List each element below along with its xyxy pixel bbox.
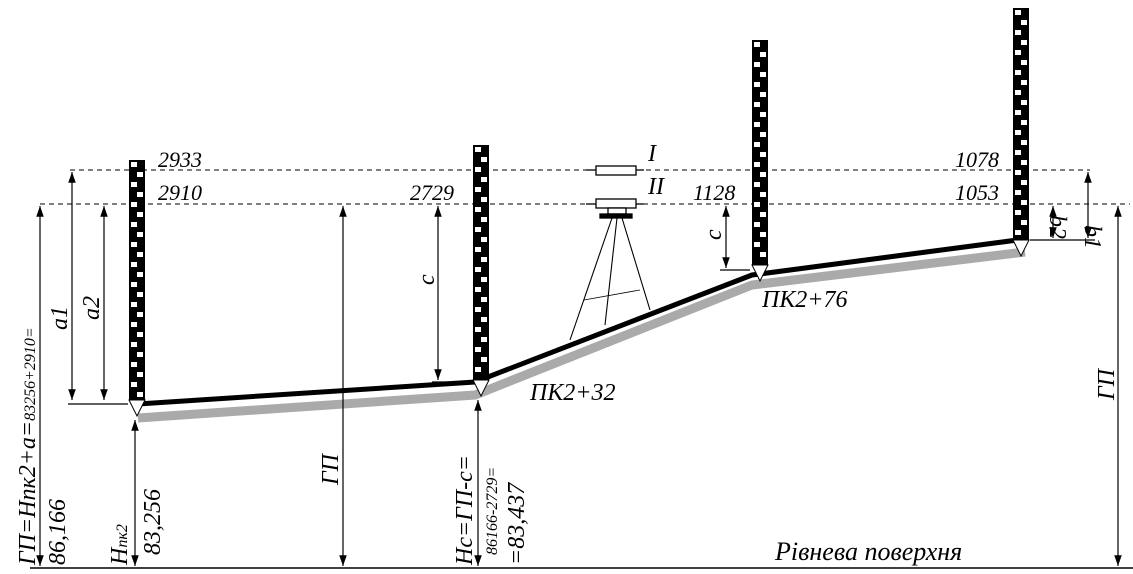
reading-2729: 2729: [410, 180, 454, 205]
formula-h-value: 83,256: [140, 489, 166, 555]
reading-1053: 1053: [955, 180, 999, 205]
instrument-label-I: I: [647, 141, 657, 167]
formula-gp: ГП=Нпк2+a=83256+2910=: [15, 327, 41, 566]
picket-pk2-76: ПК2+76: [761, 287, 847, 313]
picket-pk2-32: ПК2+32: [529, 380, 615, 406]
dimension-lines: [36, 172, 1122, 566]
staff-3: [751, 40, 769, 283]
label-gp-right: ГП: [1094, 367, 1120, 401]
level-surface-label: Рівнева поверхня: [774, 537, 962, 566]
label-a2: a2: [79, 296, 105, 320]
tripod: [569, 217, 651, 341]
label-gp-mid: ГП: [318, 452, 344, 486]
staff-2: [472, 145, 490, 398]
label-a1: a1: [47, 306, 73, 330]
formula-hc-result: =83,437: [504, 482, 530, 565]
label-b1: b1: [1079, 225, 1105, 249]
label-c-left: c: [414, 274, 440, 285]
staff-4: [1012, 8, 1030, 258]
staff-1: [128, 160, 146, 418]
label-c-right: c: [701, 229, 727, 240]
instrument-label-II: II: [647, 174, 665, 200]
reading-2933: 2933: [158, 147, 202, 172]
formula-hc-calc: 86166-2729=: [484, 467, 501, 555]
formula-hc: Hс=ГП-с=: [452, 455, 478, 566]
ground-profile: [137, 236, 1026, 407]
level-instrument-I: [586, 165, 644, 176]
label-b2: b2: [1044, 215, 1070, 239]
ground-shadow: [137, 247, 1026, 423]
reading-1078: 1078: [955, 147, 999, 172]
formula-gp-value: 86,166: [45, 499, 71, 565]
formula-h-pk2: Нпк2: [107, 524, 133, 566]
reading-2910: 2910: [158, 180, 202, 205]
level-instrument-II: [586, 198, 644, 219]
reading-1128: 1128: [693, 180, 735, 205]
